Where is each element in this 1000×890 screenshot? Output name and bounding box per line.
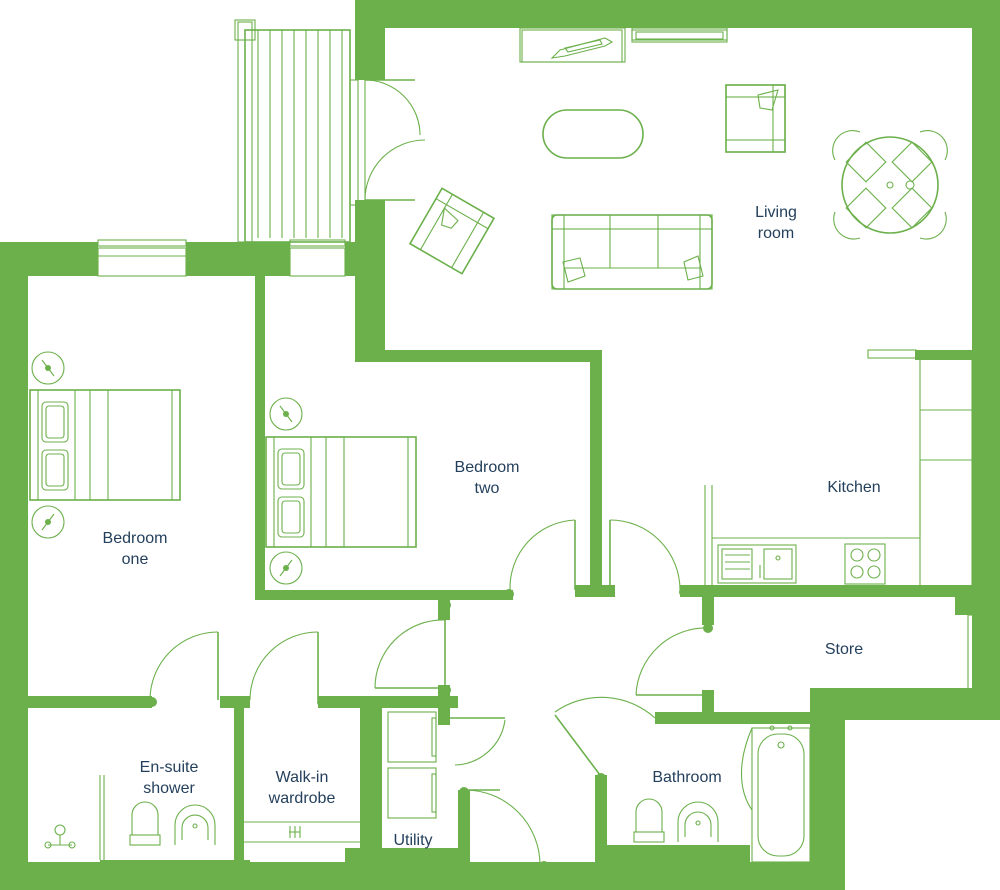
label-walk-in-wardrobe-line2: wardrobe — [268, 790, 336, 807]
armchair-rotated — [408, 187, 496, 275]
label-bedroom-two-line2: two — [474, 480, 500, 497]
bathtub — [740, 725, 811, 863]
label-bedroom-one-line2: one — [121, 551, 149, 568]
wall-bottom-left — [0, 862, 110, 890]
label-walk-in-wardrobe: Walk-in wardrobe — [269, 767, 336, 809]
shower-head — [44, 824, 76, 849]
label-bedroom-one-line1: Bedroom — [102, 530, 168, 547]
wall-store-divider — [702, 585, 714, 625]
basin-bathroom — [677, 801, 719, 842]
wall-store-right-notch — [955, 585, 975, 615]
window-store — [967, 614, 977, 691]
wall-bottom-utility — [345, 848, 470, 890]
basin-en-suite — [174, 804, 216, 845]
label-bedroom-two: Bedroom two — [455, 457, 520, 499]
wall-wardrobe-utility — [360, 700, 382, 890]
tumble-dryer — [387, 767, 437, 819]
label-bathroom-line1: Bathroom — [652, 769, 722, 786]
utility-fixtures — [387, 711, 437, 819]
window-living-top — [519, 27, 626, 63]
label-kitchen-line1: Kitchen — [827, 479, 881, 496]
hob — [844, 543, 886, 585]
en-suite-fixtures — [44, 775, 216, 860]
wall-bottom-wardrobe — [240, 862, 355, 890]
label-living-room-line1: Living — [755, 204, 797, 221]
label-en-suite-shower-line1: En-suite — [139, 759, 199, 776]
label-kitchen: Kitchen — [827, 477, 880, 498]
label-utility-line1: Utility — [393, 832, 433, 849]
wall-suite-top — [20, 696, 152, 708]
wall-utility-right — [438, 685, 450, 725]
kitchen-sink — [717, 544, 797, 584]
wall-living-top-left — [355, 0, 385, 80]
label-walk-in-wardrobe-line1: Walk-in — [275, 769, 329, 786]
double-bed-one — [29, 389, 181, 501]
wall-bottom-hall — [465, 862, 540, 890]
sofa — [551, 214, 713, 290]
wall-suite-top-right — [318, 696, 458, 708]
wall-living-left-upper — [355, 200, 385, 360]
coffee-table — [542, 109, 644, 159]
window-bench — [631, 29, 728, 43]
wall-bed2-bottom — [255, 590, 513, 600]
kitchen-fixtures — [712, 460, 921, 585]
wall-store-bottom-left — [655, 712, 815, 724]
doors — [147, 79, 713, 871]
wall-bed2-east — [590, 350, 602, 595]
bedside-lamp-one-top — [31, 351, 65, 385]
tv-unit — [521, 29, 623, 63]
label-en-suite-shower-line2: shower — [143, 780, 195, 797]
window-bedroom-one — [97, 247, 187, 277]
bedroom-one-furniture — [29, 351, 181, 539]
double-bed-two — [265, 436, 417, 548]
bedside-lamp-one-bottom — [31, 505, 65, 539]
wall-west — [0, 242, 28, 890]
armchair-top — [725, 84, 786, 153]
wall-bed-divider — [255, 270, 265, 600]
washing-machine — [387, 711, 437, 763]
window-bedroom-two — [289, 247, 346, 277]
toilet-en-suite — [129, 801, 161, 846]
label-living-room-line2: room — [757, 225, 795, 242]
label-store-line1: Store — [824, 641, 864, 658]
balcony — [234, 19, 359, 243]
wall-suite-wardrobe — [234, 700, 244, 890]
living-furniture — [408, 29, 948, 290]
wall-bath-east — [810, 688, 845, 890]
label-en-suite-shower: En-suite shower — [140, 757, 199, 799]
wall-bedrooms-top-right — [345, 242, 385, 276]
wall-living-bed2-divider — [355, 350, 600, 362]
label-bathroom: Bathroom — [652, 767, 721, 788]
label-bedroom-one: Bedroom one — [103, 528, 168, 570]
label-bedroom-two-line1: Bedroom — [454, 459, 520, 476]
bedside-lamp-two-bottom — [269, 551, 303, 585]
wall-bottom-suite — [100, 860, 250, 890]
wall-kitchen-top — [915, 350, 975, 360]
wall-east-kitchen — [972, 350, 1000, 720]
window-kitchen — [867, 349, 917, 359]
wall-bedrooms-top-mid — [186, 242, 290, 276]
label-store: Store — [825, 639, 863, 660]
wall-bottom-bath-left — [595, 845, 750, 890]
bathroom-fixtures — [633, 725, 811, 863]
label-utility: Utility — [393, 830, 432, 851]
wall-living-top — [355, 0, 1000, 28]
dining-table — [832, 130, 948, 240]
wardrobe-fixtures — [244, 821, 360, 843]
wall-east — [972, 0, 1000, 355]
toilet-bathroom — [633, 798, 665, 843]
label-living-room: Living room — [755, 202, 797, 244]
wall-kitchen-bottom — [680, 585, 975, 597]
bedside-lamp-two-top — [269, 397, 303, 431]
bedroom-two-furniture — [265, 397, 417, 585]
